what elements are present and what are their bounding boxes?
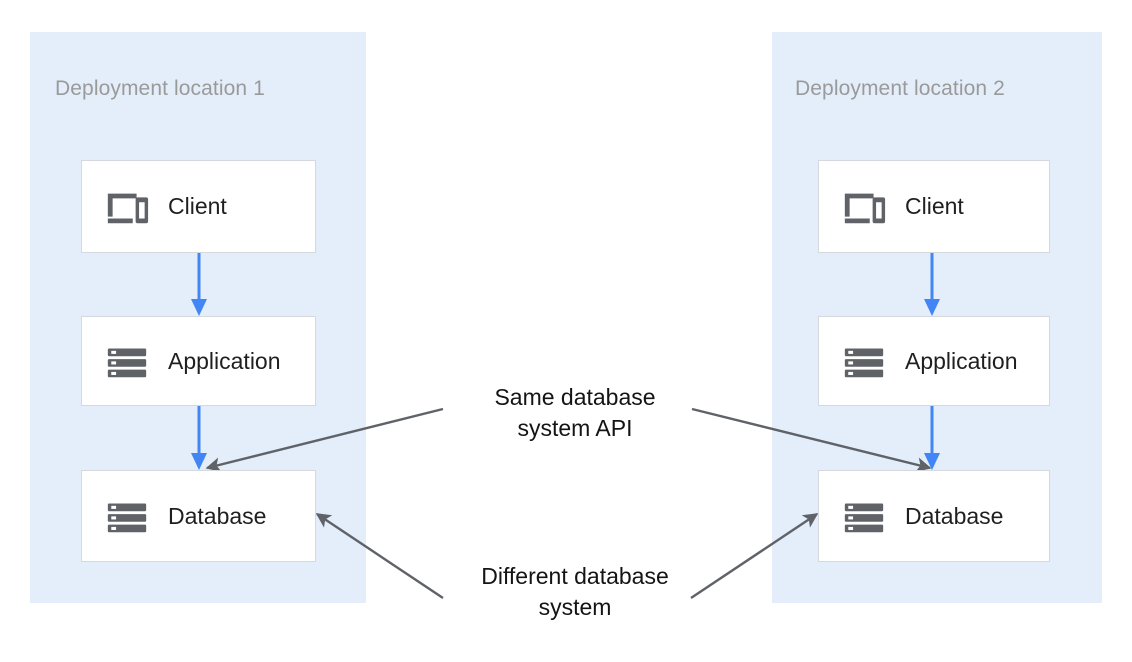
node-client-2-label: Client xyxy=(905,193,964,219)
node-client-1-label: Client xyxy=(168,193,227,219)
server-stack-icon xyxy=(844,348,884,378)
node-application-2-label: Application xyxy=(905,347,1018,374)
node-client-1[interactable]: Client xyxy=(81,160,316,253)
node-database-1-label: Database xyxy=(168,502,267,529)
node-database-2-label: Database xyxy=(905,502,1004,529)
callout-different-database-system: Different database system xyxy=(481,563,669,620)
node-application-2[interactable]: Application xyxy=(818,316,1050,406)
node-client-2[interactable]: Client xyxy=(818,160,1050,253)
node-database-1[interactable]: Database xyxy=(81,470,316,562)
node-database-2[interactable]: Database xyxy=(818,470,1050,562)
server-stack-icon xyxy=(107,503,147,533)
server-stack-icon xyxy=(107,348,147,378)
deployment-location-2-title: Deployment location 2 xyxy=(795,77,1005,100)
node-application-1[interactable]: Application xyxy=(81,316,316,406)
server-stack-icon xyxy=(844,503,884,533)
devices-icon xyxy=(844,193,886,223)
callout-same-database-system-api: Same database system API xyxy=(494,384,656,441)
deployment-location-1-title: Deployment location 1 xyxy=(55,77,265,100)
node-application-1-label: Application xyxy=(168,347,281,374)
devices-icon xyxy=(107,193,149,223)
